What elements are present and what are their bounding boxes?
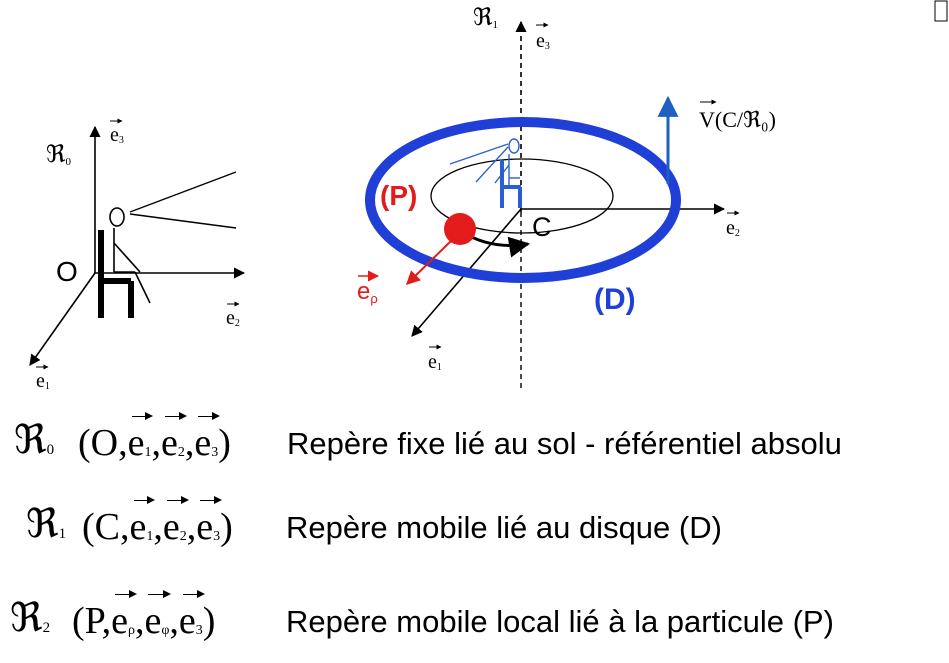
- svg-text:V(C/ℜ₀): V(C/ℜ₀): [699, 107, 776, 132]
- disk-label: (D): [594, 283, 636, 316]
- svg-text:e1: e1: [36, 370, 50, 392]
- svg-text:eρ: eρ: [357, 278, 378, 306]
- right-label-e2: e2: [726, 210, 740, 239]
- legend-frame-coords: (C,e1,e2,e3): [82, 496, 233, 548]
- svg-text:e3: e3: [110, 124, 124, 146]
- particle-trajectory: [430, 158, 614, 234]
- center-label: C: [532, 212, 552, 242]
- radial-vector: [405, 239, 453, 285]
- legend-frame-description: Repère fixe lié au sol - référentiel abs…: [287, 426, 842, 461]
- left-diagram: ℜ0 e3 e2 e1 O: [29, 118, 246, 392]
- legend-row-frame-0: ℜ0 (O,e1,e2,e3) Repère fixe lié au sol -…: [0, 412, 949, 474]
- legend-frame-coords: (P,eρ,eφ,e3): [72, 590, 216, 642]
- left-label-e3: e3: [110, 118, 124, 146]
- right-frame-symbol: ℜ1: [473, 5, 498, 31]
- edge-mark: [934, 0, 948, 22]
- particle-label: (P): [380, 180, 417, 211]
- left-axis-e1: [29, 272, 96, 366]
- legend-row-frame-1: ℜ1 (C,e1,e2,e3) Repère mobile lié au dis…: [0, 494, 949, 556]
- velocity-label: V(C/ℜ₀): [699, 99, 776, 132]
- legend-frame-description: Repère mobile local lié à la particule (…: [286, 604, 834, 639]
- view-line-lower: [129, 213, 237, 229]
- legend-frame-symbol: ℜ0: [14, 417, 55, 462]
- disk-observer: [449, 138, 522, 208]
- svg-text:e3: e3: [536, 30, 550, 52]
- left-label-e2: e2: [226, 301, 240, 329]
- origin-label: O: [56, 256, 78, 287]
- disk-observer-view-lower: [475, 146, 509, 183]
- observer-arm: [113, 242, 141, 273]
- left-frame-symbol: ℜ0: [46, 142, 72, 168]
- view-line-upper: [129, 171, 237, 213]
- radial-vector-label: eρ: [357, 270, 380, 306]
- particle-P: [444, 213, 476, 245]
- svg-text:e2: e2: [226, 307, 240, 329]
- legend-frame-symbol: ℜ1: [26, 501, 67, 546]
- right-label-e1: e1: [428, 344, 442, 373]
- right-diagram: ℜ1 e3 e2 e1 C (P) (D) eρ V(C/ℜ₀): [357, 5, 776, 388]
- disk-observer-view-upper: [449, 143, 509, 165]
- disk-observer-head: [508, 138, 520, 154]
- legend-frame-description: Repère mobile lié au disque (D): [286, 510, 722, 545]
- left-label-e1: e1: [36, 364, 50, 392]
- svg-text:e2: e2: [726, 217, 740, 239]
- legend-row-frame-2: ℜ2 (P,eρ,eφ,e3) Repère mobile local lié …: [0, 590, 949, 652]
- disk-D: [365, 117, 681, 283]
- right-label-e3: e3: [536, 22, 550, 52]
- left-observer: [98, 171, 237, 318]
- legend-frame-coords: (O,e1,e2,e3): [78, 412, 231, 464]
- observer-leg: [134, 271, 151, 304]
- legend-frame-symbol: ℜ2: [10, 595, 51, 640]
- svg-text:e1: e1: [428, 351, 442, 373]
- observer-head: [109, 207, 125, 227]
